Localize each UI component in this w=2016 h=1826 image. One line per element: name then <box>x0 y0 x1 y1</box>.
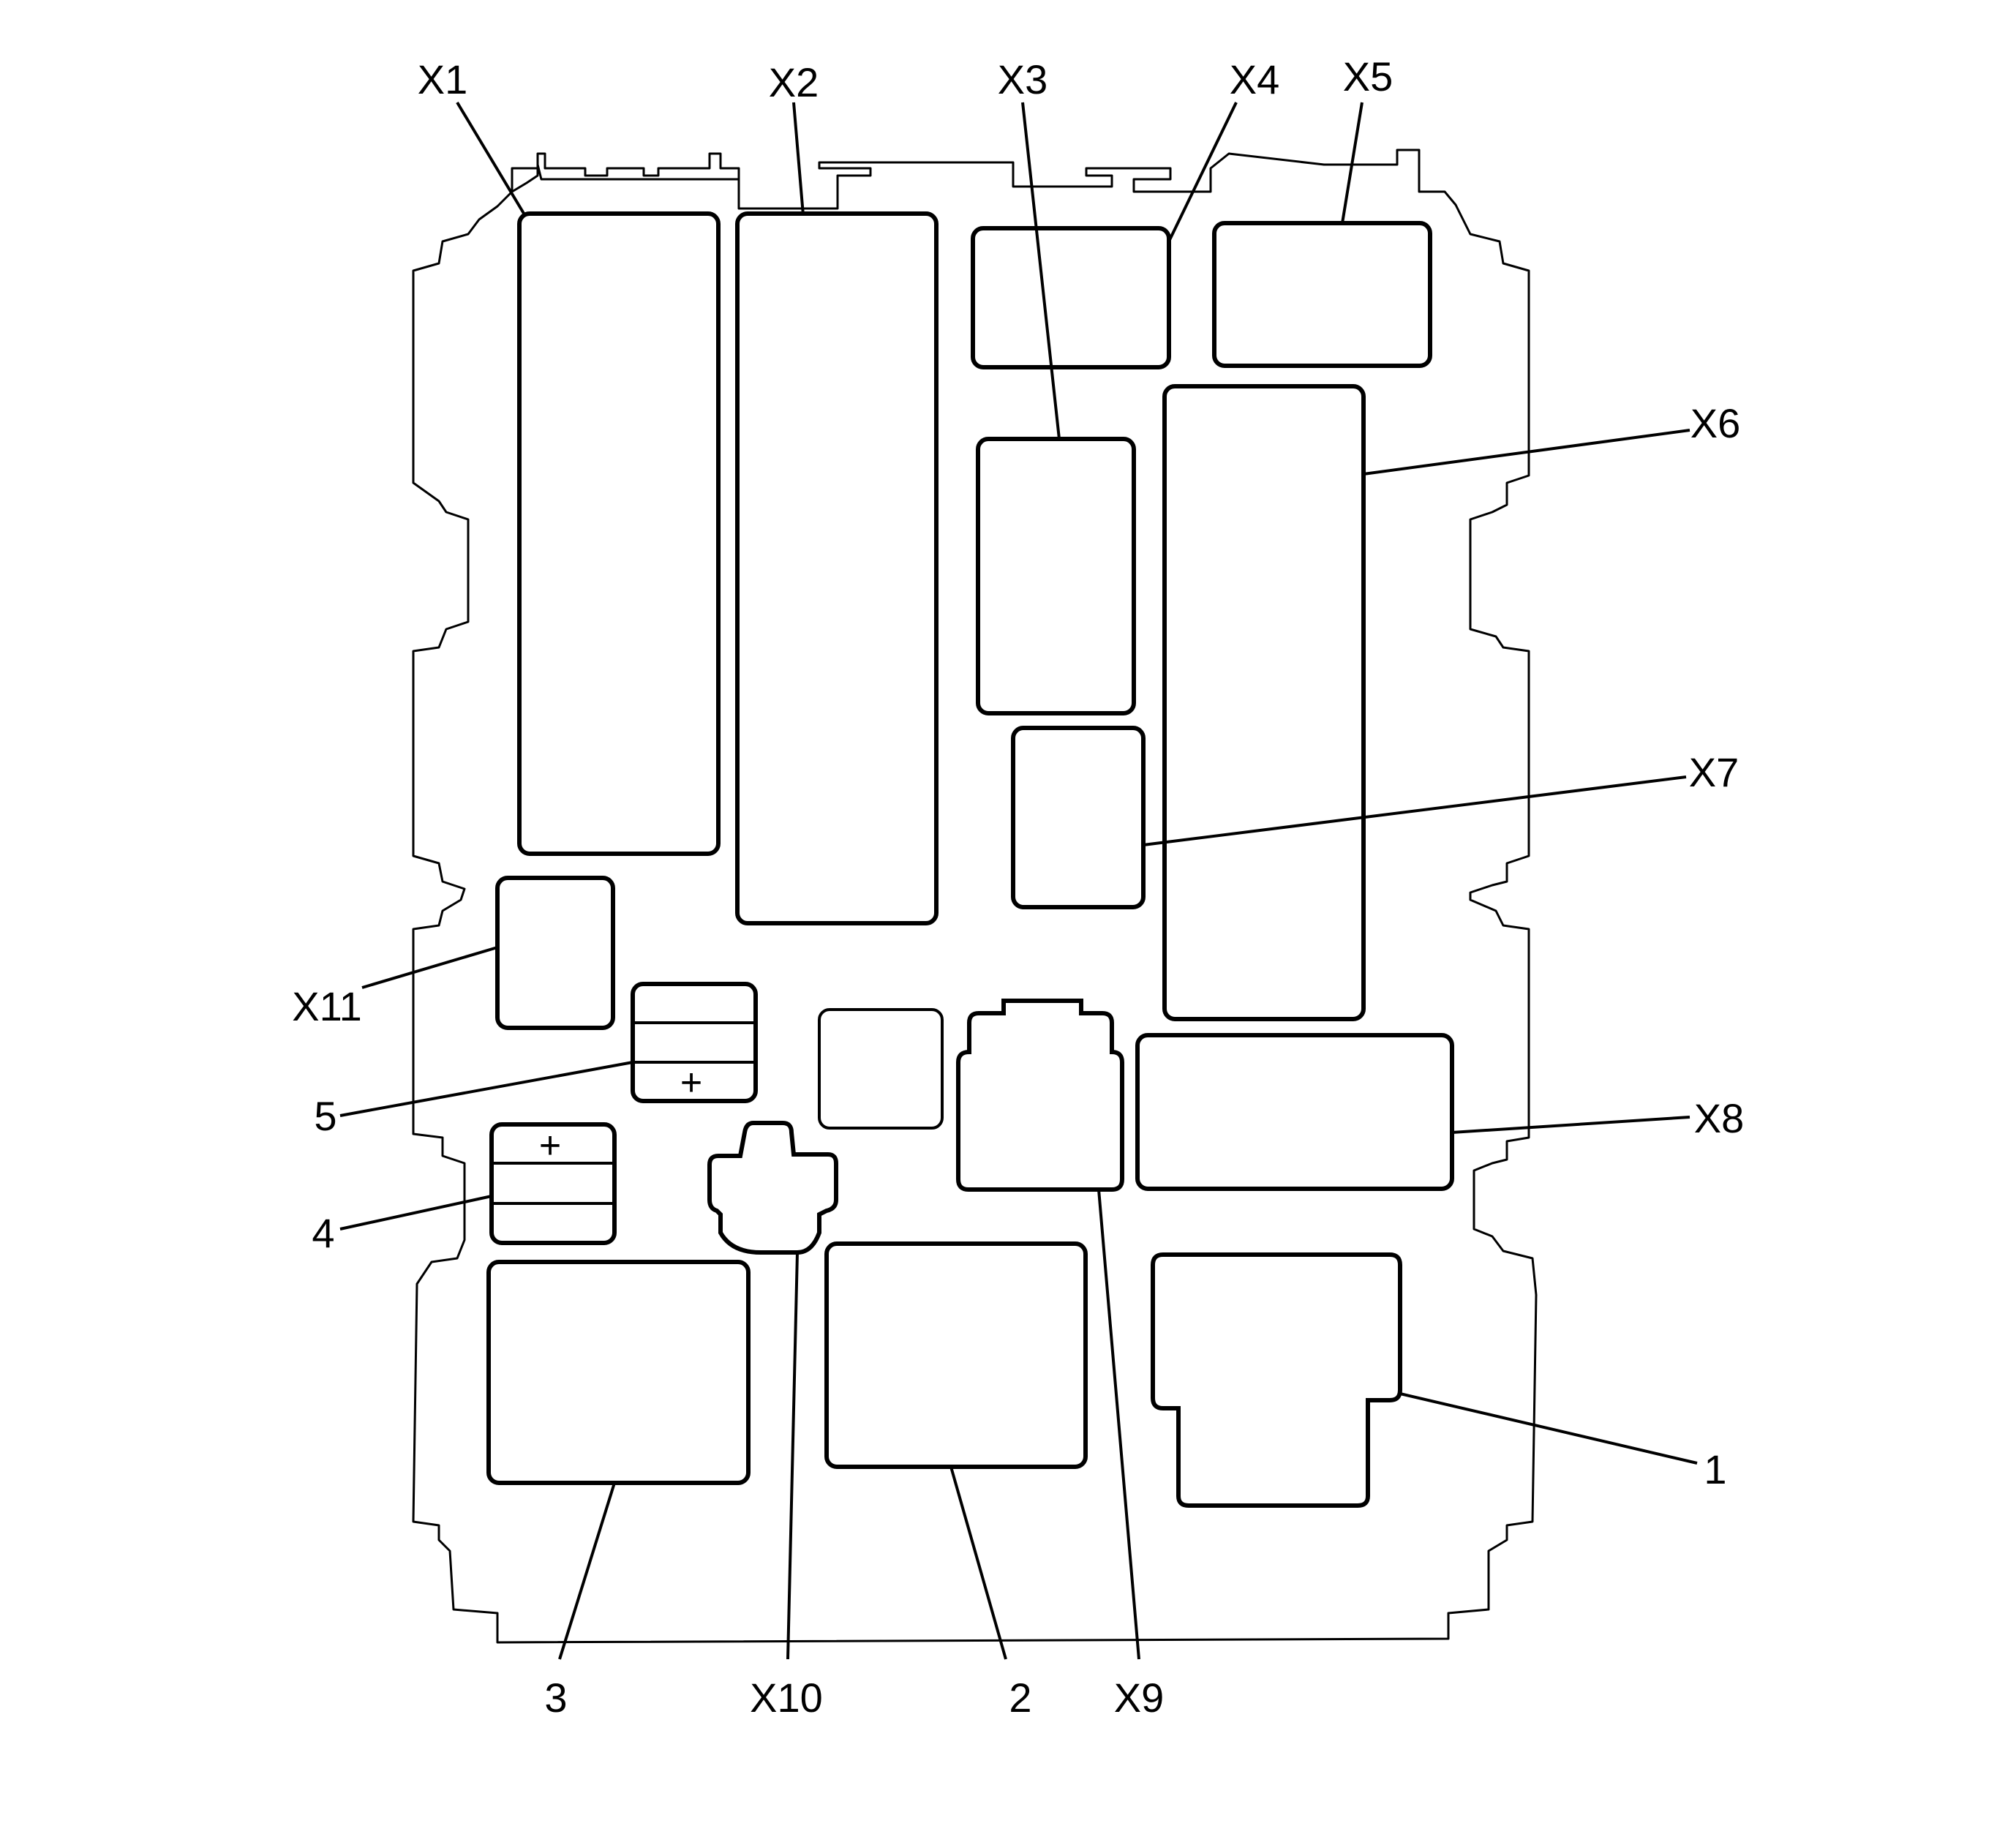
leader-4 <box>339 1195 492 1231</box>
unlabeled-block <box>818 1008 944 1130</box>
label-x5: X5 <box>1343 53 1393 99</box>
leader-x8 <box>1451 1116 1690 1134</box>
leader-x9 <box>1097 1189 1140 1660</box>
connector-x8 <box>1135 1033 1454 1191</box>
leader-2 <box>949 1466 1007 1660</box>
connector-x10 <box>707 1121 838 1255</box>
label-2: 2 <box>1009 1675 1031 1721</box>
leader-x4 <box>1167 102 1238 244</box>
label-x7: X7 <box>1689 749 1739 795</box>
connector-x4 <box>971 226 1171 369</box>
label-x10: X10 <box>750 1675 823 1721</box>
label-x8: X8 <box>1694 1095 1745 1141</box>
connector-x2 <box>735 211 939 925</box>
connector-x1 <box>517 211 721 856</box>
label-x4: X4 <box>1230 56 1280 102</box>
component-4: + <box>489 1122 617 1245</box>
leader-x5 <box>1341 102 1364 224</box>
label-x1: X1 <box>418 56 468 102</box>
label-x9: X9 <box>1114 1675 1165 1721</box>
component-3 <box>486 1260 751 1485</box>
leader-x11 <box>361 946 498 989</box>
leader-x2 <box>792 102 805 216</box>
label-3: 3 <box>544 1675 567 1721</box>
label-x2: X2 <box>769 59 819 105</box>
label-x11: X11 <box>292 983 361 1029</box>
label-x3: X3 <box>998 56 1048 102</box>
leader-x10 <box>786 1252 799 1660</box>
leader-1 <box>1399 1392 1698 1465</box>
leader-x6 <box>1363 429 1690 476</box>
label-1: 1 <box>1704 1446 1726 1492</box>
connector-x7 <box>1011 726 1146 909</box>
connector-x5 <box>1212 221 1432 368</box>
label-5: 5 <box>314 1093 336 1139</box>
leader-5 <box>339 1061 633 1117</box>
component-2 <box>824 1241 1088 1469</box>
leader-x3 <box>1021 102 1061 440</box>
component-5: + <box>631 982 758 1104</box>
housing-outline <box>412 149 1538 1644</box>
leader-lines <box>339 101 1698 1660</box>
label-4: 4 <box>312 1210 334 1256</box>
housing-top-tabs <box>511 152 740 192</box>
leader-x7 <box>1143 775 1687 846</box>
plus-symbol-4: + <box>539 1124 561 1167</box>
leader-3 <box>558 1482 616 1660</box>
label-x6: X6 <box>1690 400 1741 446</box>
connector-x3 <box>976 437 1136 715</box>
leader-x1 <box>456 101 527 217</box>
connector-x6 <box>1162 384 1366 1021</box>
connector-x11 <box>495 876 615 1030</box>
labels: X1 X2 X3 X4 X5 X6 X7 X8 X9 X10 X11 5 4 3… <box>292 53 1744 1721</box>
component-1 <box>1151 1252 1402 1508</box>
connector-x9 <box>956 999 1124 1192</box>
plus-symbol-5: + <box>680 1062 702 1104</box>
